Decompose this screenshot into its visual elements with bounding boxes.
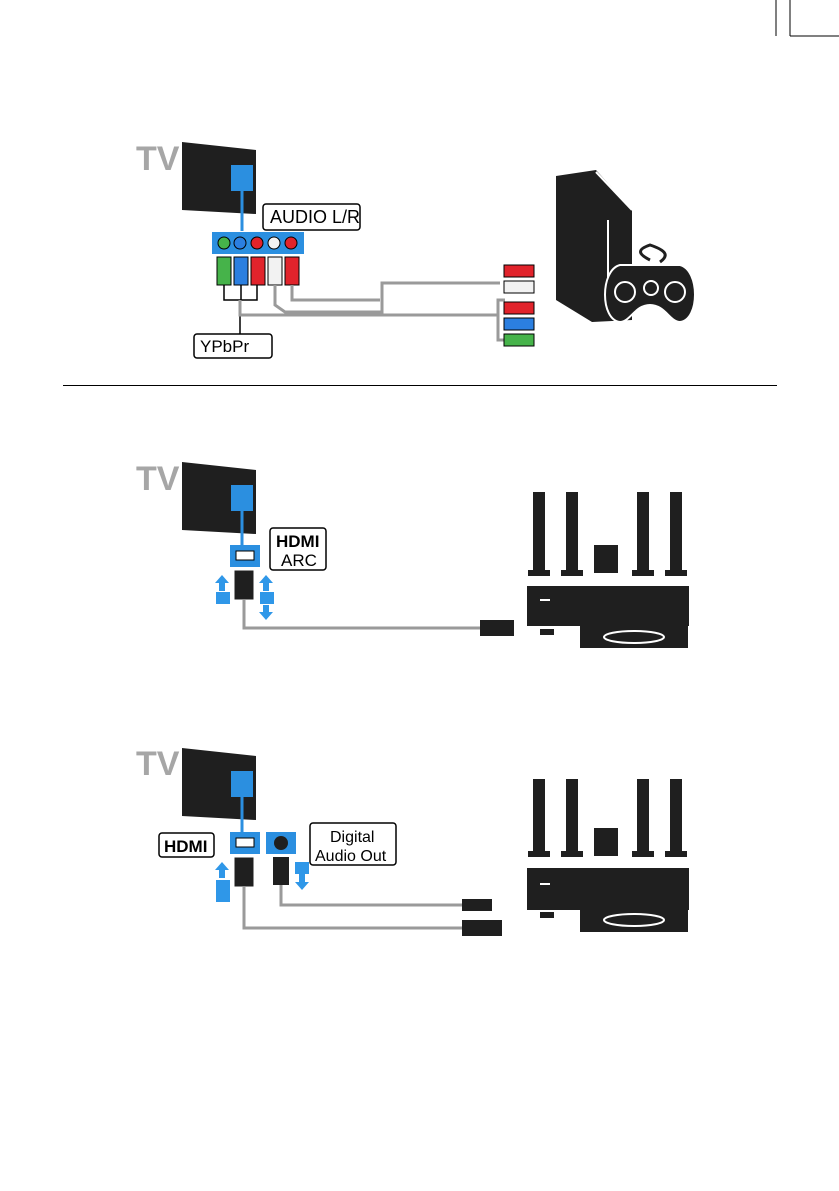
optical-plug-device — [462, 899, 492, 911]
svg-text:HDMI: HDMI — [164, 837, 207, 856]
hdmi-plug-device — [462, 920, 502, 936]
diagram-ypbpr-connection: TV AUDIO L/R YPbPr — [0, 130, 839, 370]
hdmi-plug-device — [480, 620, 514, 636]
cables — [244, 885, 462, 928]
hdmi-arc-label: HDMI ARC — [270, 528, 326, 570]
home-theater-icon — [527, 779, 689, 932]
audio-direction-arrows — [215, 862, 309, 902]
crop-mark — [0, 0, 839, 40]
cables — [240, 283, 505, 340]
tv-icon — [182, 748, 256, 832]
svg-text:Digital: Digital — [330, 829, 374, 846]
diagram-hdmi-arc-connection: TV HDMI ARC — [0, 450, 839, 670]
hdmi-port — [230, 832, 260, 854]
tv-icon — [182, 462, 256, 545]
hdmi-label: HDMI — [159, 833, 214, 857]
svg-text:AUDIO L/R: AUDIO L/R — [270, 207, 360, 227]
hdmi-port — [230, 545, 260, 567]
optical-port — [266, 832, 296, 854]
svg-text:HDMI: HDMI — [276, 532, 319, 551]
hdmi-cable — [244, 600, 480, 628]
tv-label: TV — [136, 745, 180, 783]
svg-text:ARC: ARC — [281, 551, 317, 570]
section-divider — [63, 385, 777, 386]
home-theater-icon — [527, 492, 689, 648]
device-rca-plugs — [504, 265, 534, 346]
game-console-icon — [556, 170, 695, 322]
plugs — [234, 857, 289, 887]
svg-text:YPbPr: YPbPr — [200, 337, 249, 356]
diagram-hdmi-digital-audio-connection: TV HDMI Digital Audio Out — [0, 735, 839, 955]
audio-lr-label: AUDIO L/R — [263, 204, 360, 230]
svg-text:Audio Out: Audio Out — [315, 848, 387, 865]
rca-plugs — [217, 257, 299, 285]
tv-label: TV — [136, 460, 180, 498]
tv-icon — [182, 142, 256, 231]
tv-label: TV — [136, 140, 180, 178]
digital-audio-out-label: Digital Audio Out — [310, 823, 396, 865]
hdmi-plug — [234, 570, 254, 600]
rca-port-panel — [212, 232, 304, 254]
ypbpr-label: YPbPr — [194, 285, 272, 358]
